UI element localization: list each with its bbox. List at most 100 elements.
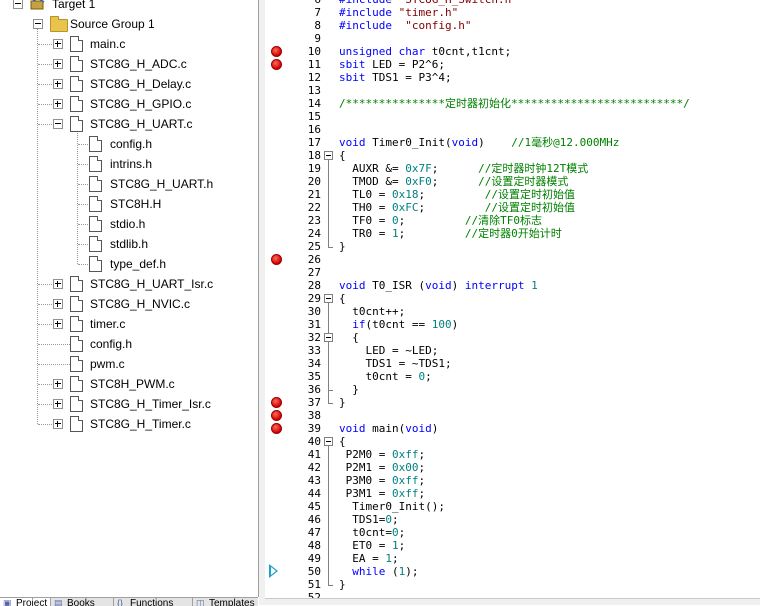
code-line[interactable]: #include "STC8G_H_Switch.h" xyxy=(339,0,518,6)
code-editor[interactable]: 6789101112131415161718192021222324252627… xyxy=(265,0,760,605)
expand-toggle[interactable] xyxy=(53,379,63,389)
tree-target-row[interactable]: Target 1 xyxy=(0,0,258,14)
expand-toggle[interactable] xyxy=(53,319,63,329)
tree-file-row[interactable]: type_def.h xyxy=(0,254,258,274)
breakpoint-gutter[interactable] xyxy=(265,0,291,605)
code-line[interactable]: void Timer0_Init(void) //1毫秒@12.000MHz xyxy=(339,136,619,149)
code-line[interactable]: void T0_ISR (void) interrupt 1 xyxy=(339,279,538,292)
tree-file-label[interactable]: timer.c xyxy=(90,317,126,331)
collapse-group-toggle[interactable] xyxy=(33,19,43,29)
tree-file-row[interactable]: STC8G_H_Timer_Isr.c xyxy=(0,394,258,414)
tree-file-label[interactable]: STC8G_H_UART_Isr.c xyxy=(90,277,214,291)
tree-file-label[interactable]: STC8G_H_Timer.c xyxy=(90,417,191,431)
tab-project[interactable]: ▣Project xyxy=(0,598,51,606)
code-line[interactable]: /***************定时器初始化******************… xyxy=(339,97,690,110)
tree-file-label[interactable]: config.h xyxy=(110,137,153,151)
breakpoint-icon[interactable] xyxy=(271,397,282,408)
collapse-target-toggle[interactable] xyxy=(13,0,23,9)
code-line[interactable]: AUXR &= 0x7F; //定时器时钟12T模式 xyxy=(339,162,588,175)
tree-group-label[interactable]: Source Group 1 xyxy=(70,17,155,31)
code-line[interactable]: P3M1 = 0xff; xyxy=(339,487,426,500)
tree-file-label[interactable]: type_def.h xyxy=(110,257,167,271)
breakpoint-icon[interactable] xyxy=(271,46,282,57)
expand-toggle[interactable] xyxy=(53,59,63,69)
tree-file-label[interactable]: STC8G_H_Timer_Isr.c xyxy=(90,397,211,411)
code-line[interactable]: TF0 = 0; //清除TF0标志 xyxy=(339,214,542,227)
tree-file-row[interactable]: stdio.h xyxy=(0,214,258,234)
expand-toggle[interactable] xyxy=(53,419,63,429)
tree-file-row[interactable]: STC8G_H_UART.c xyxy=(0,114,258,134)
tree-file-row[interactable]: STC8G_H_GPIO.c xyxy=(0,94,258,114)
code-line[interactable]: t0cnt = 0; xyxy=(339,370,431,383)
tree-file-label[interactable]: STC8G_H_UART.c xyxy=(90,117,193,131)
fold-toggle-icon[interactable] xyxy=(324,437,333,446)
tree-file-row[interactable]: pwm.c xyxy=(0,354,258,374)
tree-group-row[interactable]: Source Group 1 xyxy=(0,14,258,34)
tree-file-row[interactable]: stdlib.h xyxy=(0,234,258,254)
code-line[interactable]: } xyxy=(339,383,359,396)
tree-file-label[interactable]: STC8G_H_Delay.c xyxy=(90,77,192,91)
tree-file-row[interactable]: timer.c xyxy=(0,314,258,334)
code-line[interactable]: unsigned char t0cnt,t1cnt; xyxy=(339,45,511,58)
tree-file-label[interactable]: stdlib.h xyxy=(110,237,149,251)
code-line[interactable]: { xyxy=(339,435,346,448)
code-line[interactable]: } xyxy=(339,578,346,591)
code-line[interactable]: } xyxy=(339,396,346,409)
tree-file-row[interactable]: intrins.h xyxy=(0,154,258,174)
tree-file-label[interactable]: STC8G_H_GPIO.c xyxy=(90,97,192,111)
code-line[interactable]: t0cnt++; xyxy=(339,305,405,318)
code-line[interactable]: } xyxy=(339,240,346,253)
tree-file-row[interactable]: STC8G_H_ADC.c xyxy=(0,54,258,74)
tab-templates[interactable]: ◫Templates xyxy=(193,598,258,606)
code-line[interactable]: P2M0 = 0xff; xyxy=(339,448,426,461)
code-line[interactable]: { xyxy=(339,331,359,344)
tree-file-label[interactable]: config.h xyxy=(90,337,133,351)
tree-file-label[interactable]: STC8G_H_NVIC.c xyxy=(90,297,191,311)
code-line[interactable]: { xyxy=(339,149,346,162)
code-line[interactable]: if(t0cnt == 100) xyxy=(339,318,458,331)
tree-file-label[interactable]: STC8H.H xyxy=(110,197,162,211)
code-line[interactable]: TL0 = 0x18; //设置定时初始值 xyxy=(339,188,575,201)
horizontal-scrollbar[interactable] xyxy=(265,598,760,605)
fold-toggle-icon[interactable] xyxy=(324,151,333,160)
code-line[interactable]: P2M1 = 0x00; xyxy=(339,461,426,474)
tree-file-row[interactable]: STC8G_H_UART.h xyxy=(0,174,258,194)
tab-functions[interactable]: {}Functions xyxy=(114,598,193,606)
tree-target-label[interactable]: Target 1 xyxy=(52,0,96,11)
tree-file-label[interactable]: stdio.h xyxy=(110,217,146,231)
code-line[interactable]: { xyxy=(339,292,346,305)
fold-toggle-icon[interactable] xyxy=(324,294,333,303)
tree-file-label[interactable]: main.c xyxy=(90,37,126,51)
breakpoint-icon[interactable] xyxy=(271,410,282,421)
code-text-area[interactable]: #include "STC8G_H_Switch.h"#include "tim… xyxy=(339,0,760,605)
tab-books[interactable]: ▤Books xyxy=(51,598,114,606)
code-line[interactable]: sbit LED = P2^6; xyxy=(339,58,445,71)
code-line[interactable]: void main(void) xyxy=(339,422,438,435)
tree-file-label[interactable]: pwm.c xyxy=(90,357,125,371)
expand-toggle[interactable] xyxy=(53,299,63,309)
code-line[interactable]: Timer0_Init(); xyxy=(339,500,445,513)
code-line[interactable]: EA = 1; xyxy=(339,552,398,565)
code-line[interactable]: P3M0 = 0xff; xyxy=(339,474,426,487)
code-line[interactable]: while (1); xyxy=(339,565,418,578)
expand-toggle[interactable] xyxy=(53,99,63,109)
tree-file-row[interactable]: STC8G_H_Timer.c xyxy=(0,414,258,434)
tree-file-label[interactable]: STC8G_H_ADC.c xyxy=(90,57,187,71)
tree-file-row[interactable]: main.c xyxy=(0,34,258,54)
tree-file-row[interactable]: STC8G_H_Delay.c xyxy=(0,74,258,94)
tree-file-row[interactable]: STC8G_H_UART_Isr.c xyxy=(0,274,258,294)
code-line[interactable]: TDS1 = ~TDS1; xyxy=(339,357,451,370)
code-line[interactable]: t0cnt=0; xyxy=(339,526,405,539)
breakpoint-icon[interactable] xyxy=(271,59,282,70)
expand-toggle[interactable] xyxy=(53,279,63,289)
panel-splitter[interactable] xyxy=(259,0,265,605)
breakpoint-icon[interactable] xyxy=(271,423,282,434)
code-line[interactable]: sbit TDS1 = P3^4; xyxy=(339,71,452,84)
code-line[interactable]: TH0 = 0xFC; //设置定时初始值 xyxy=(339,201,575,214)
code-line[interactable]: TDS1=0; xyxy=(339,513,398,526)
expand-toggle[interactable] xyxy=(53,79,63,89)
tree-file-row[interactable]: config.h xyxy=(0,134,258,154)
fold-toggle-icon[interactable] xyxy=(324,333,333,342)
tree-file-label[interactable]: STC8G_H_UART.h xyxy=(110,177,214,191)
tree-file-row[interactable]: STC8G_H_NVIC.c xyxy=(0,294,258,314)
